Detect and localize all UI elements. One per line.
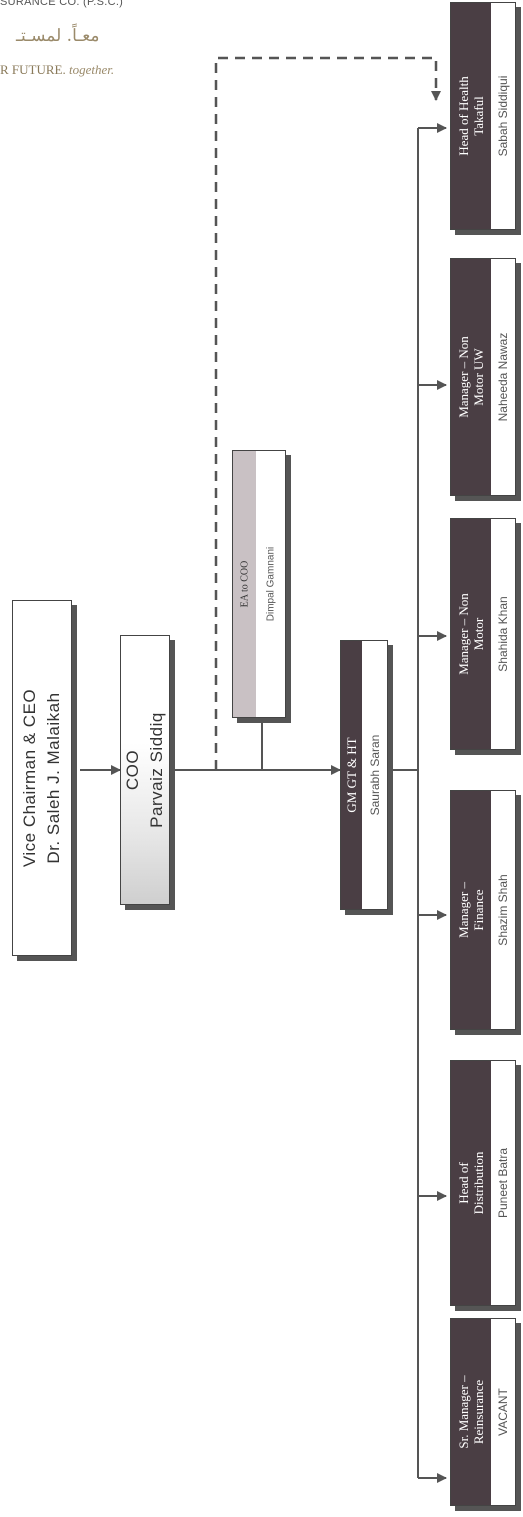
ea-box: EA to COO Dimpal Gamnani <box>232 450 286 718</box>
ceo-name: Dr. Saleh J. Malaikah <box>44 692 63 864</box>
report-title-l2: Motor UW <box>471 348 487 406</box>
ceo-title: Vice Chairman & CEO <box>20 688 39 868</box>
report-title-l2: Reinsurance <box>471 1379 487 1445</box>
arabic-tagline: معـاً. لمسـتـ <box>16 26 100 46</box>
report-title-l2: Motor <box>471 617 487 651</box>
report-box-reinsurance: Sr. Manager –Reinsurance VACANT <box>450 1318 516 1506</box>
dotted-reporting-line <box>214 56 441 770</box>
report-name: Shazim Shah <box>496 874 511 946</box>
ea-title: EA to COO <box>239 560 251 608</box>
gm-name: Saurabh Saran <box>367 734 382 816</box>
report-name: Shahida Khan <box>496 596 511 672</box>
company-name: SURANCE CO. (P.S.C.) <box>0 0 124 8</box>
gm-title: GM GT & HT <box>343 737 359 813</box>
report-title-l1: Sr. Manager – <box>456 1375 472 1449</box>
report-name: Puneet Batra <box>496 1147 511 1219</box>
report-title-l1: Manager – Non <box>456 593 472 675</box>
report-name: Sabah Siddiqui <box>496 75 511 157</box>
tagline: R FUTURE. together. <box>0 62 114 78</box>
tagline-main: R FUTURE. <box>0 62 66 77</box>
coo-name: Parvaiz Siddiq <box>147 712 166 828</box>
report-title-l1: Head of Health <box>456 76 472 156</box>
coo-title: COO <box>123 749 142 791</box>
tagline-italic: together. <box>68 62 115 77</box>
gm-box: GM GT & HT Saurabh Saran <box>340 640 388 910</box>
report-title-l1: Manager – Non <box>456 336 472 418</box>
report-name: VACANT <box>496 1388 511 1436</box>
ceo-box: Vice Chairman & CEO Dr. Saleh J. Malaika… <box>12 600 72 956</box>
report-title-l1: Head of <box>456 1162 472 1204</box>
report-title-l2: Takaful <box>471 96 487 136</box>
ea-name: Dimpal Gamnani <box>265 546 277 622</box>
report-name: Naheeda Nawaz <box>496 332 511 422</box>
report-title-l2: Distribution <box>471 1151 487 1215</box>
report-title-l2: Finance <box>471 889 487 931</box>
report-box-finance: Manager –Finance Shazim Shah <box>450 790 516 1030</box>
report-title-l1: Manager – <box>456 882 472 938</box>
coo-box: COO Parvaiz Siddiq <box>120 635 170 905</box>
